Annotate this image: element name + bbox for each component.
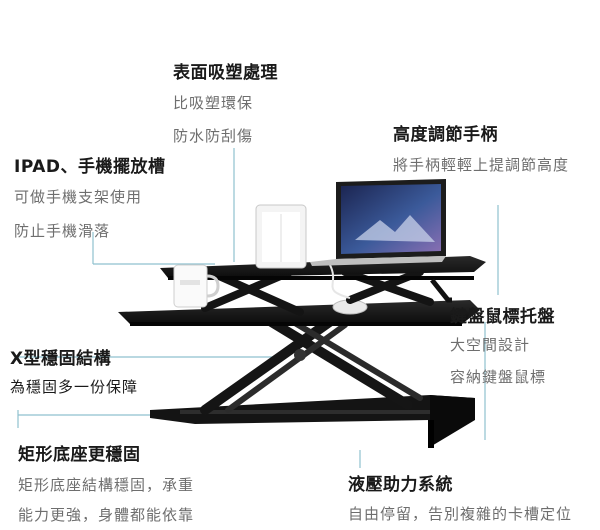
- feature-surface-title: 表面吸塑處理: [173, 63, 278, 83]
- feature-ipad-title: IPAD、手機擺放槽: [14, 157, 166, 177]
- height-handle: [430, 278, 452, 303]
- feature-base-line-2: 能力更強，身體都能依靠: [18, 506, 195, 524]
- x-frame: [200, 313, 423, 415]
- feature-height-line-1: 將手柄輕輕上提調節高度: [393, 156, 570, 174]
- feature-surface-line-2: 防水防刮傷: [173, 127, 254, 145]
- feature-xframe-line-1: 為穩固多一份保障: [10, 378, 139, 396]
- feature-hydraulic-line-1: 自由停留，告別複雜的卡槽定位: [348, 505, 573, 523]
- feature-base-title: 矩形底座更穩固: [18, 445, 141, 465]
- feature-base-line-1: 矩形底座結構穩固，承重: [18, 476, 195, 494]
- rectangular-base: [150, 395, 475, 448]
- x-pivot: [294, 349, 306, 361]
- feature-keyboard-line-2: 容納鍵盤鼠標: [450, 368, 547, 386]
- tablet-icon: [255, 204, 307, 269]
- feature-keyboard-title: 鍵盤鼠標托盤: [450, 307, 555, 327]
- laptop-icon: [310, 179, 446, 266]
- feature-xframe-title: X型穩固結構: [10, 349, 112, 369]
- feature-ipad-line-1: 可做手機支架使用: [14, 188, 143, 206]
- feature-height-title: 高度調節手柄: [393, 125, 498, 145]
- feature-hydraulic-title: 液壓助力系統: [348, 475, 453, 495]
- feature-keyboard-line-1: 大空間設計: [450, 336, 531, 354]
- leader-lines: [17, 148, 499, 468]
- mug-icon: [173, 264, 220, 308]
- feature-ipad-line-2: 防止手機滑落: [14, 222, 111, 240]
- feature-surface-line-1: 比吸塑環保: [173, 94, 254, 112]
